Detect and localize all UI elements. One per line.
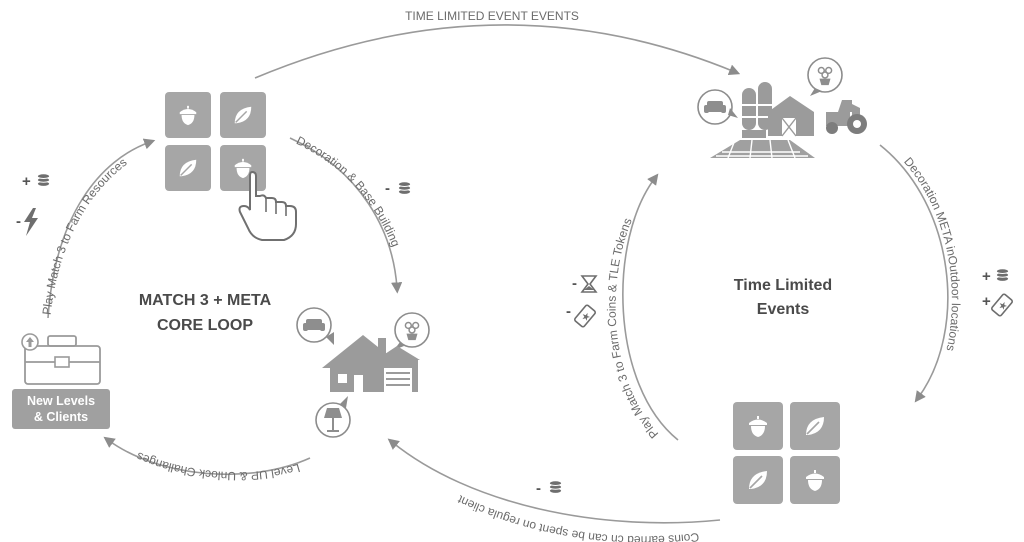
top-arc-label: TIME LIMITED EVENT EVENTS [405, 9, 579, 23]
events-title: Time Limited [734, 277, 832, 294]
ticket-icon [573, 304, 597, 328]
events-minus-time: - [572, 275, 577, 292]
house-icon [322, 335, 420, 392]
events-plus-ticket: + [982, 293, 991, 310]
toolbox-icon [21, 333, 101, 385]
events-resource-grid [733, 402, 840, 504]
pointer-hand-icon [238, 170, 297, 241]
core-plus-coins: + [22, 173, 31, 190]
lamp-icon [324, 408, 342, 432]
core-loop-arcs [47, 137, 403, 476]
lamp-bubble [315, 396, 351, 438]
events-right-arc-label: Decoration META inOutdoor locations [901, 155, 963, 353]
events-subtitle: Events [757, 301, 810, 318]
flowers-bubble [394, 312, 430, 350]
core-minus-coins: - [385, 180, 390, 197]
events-left-arc-label: Play Match 3 to Farm Coins & TLE Tokens [605, 216, 661, 441]
sofa-icon [704, 101, 726, 113]
badge-line1: New Levels [27, 394, 95, 408]
sofa-bubble [296, 307, 334, 345]
sofa-icon [303, 319, 325, 331]
core-left-arc-label: Play Match 3 to Farm Resources [40, 155, 130, 316]
bottom-flow-arrow [387, 438, 721, 524]
core-minus-energy: - [16, 213, 21, 230]
ticket-icon [990, 293, 1014, 317]
energy-icon [24, 208, 38, 236]
events-minus-ticket: - [566, 303, 571, 320]
core-bottom-arc-label: Level UP & Unlock Challanges [134, 449, 301, 483]
coins-icon [549, 480, 562, 494]
events-sofa-bubble [697, 89, 738, 125]
events-plus-coins: + [982, 268, 991, 285]
coins-icon [37, 173, 50, 187]
core-loop-title: MATCH 3 + META [139, 292, 272, 309]
badge-line2: & Clients [34, 410, 88, 424]
coins-icon [398, 181, 411, 195]
bottom-minus-coins: - [536, 480, 541, 497]
events-loop-arcs [622, 144, 949, 441]
coins-icon [996, 268, 1009, 282]
tractor-icon [826, 100, 867, 134]
core-loop-subtitle: CORE LOOP [157, 317, 253, 334]
farm-icon [710, 82, 815, 159]
events-flowers-bubble [807, 57, 843, 96]
hourglass-icon [580, 275, 598, 293]
top-flow-arrow [254, 24, 741, 79]
new-levels-badge: New Levels & Clients [12, 389, 110, 429]
